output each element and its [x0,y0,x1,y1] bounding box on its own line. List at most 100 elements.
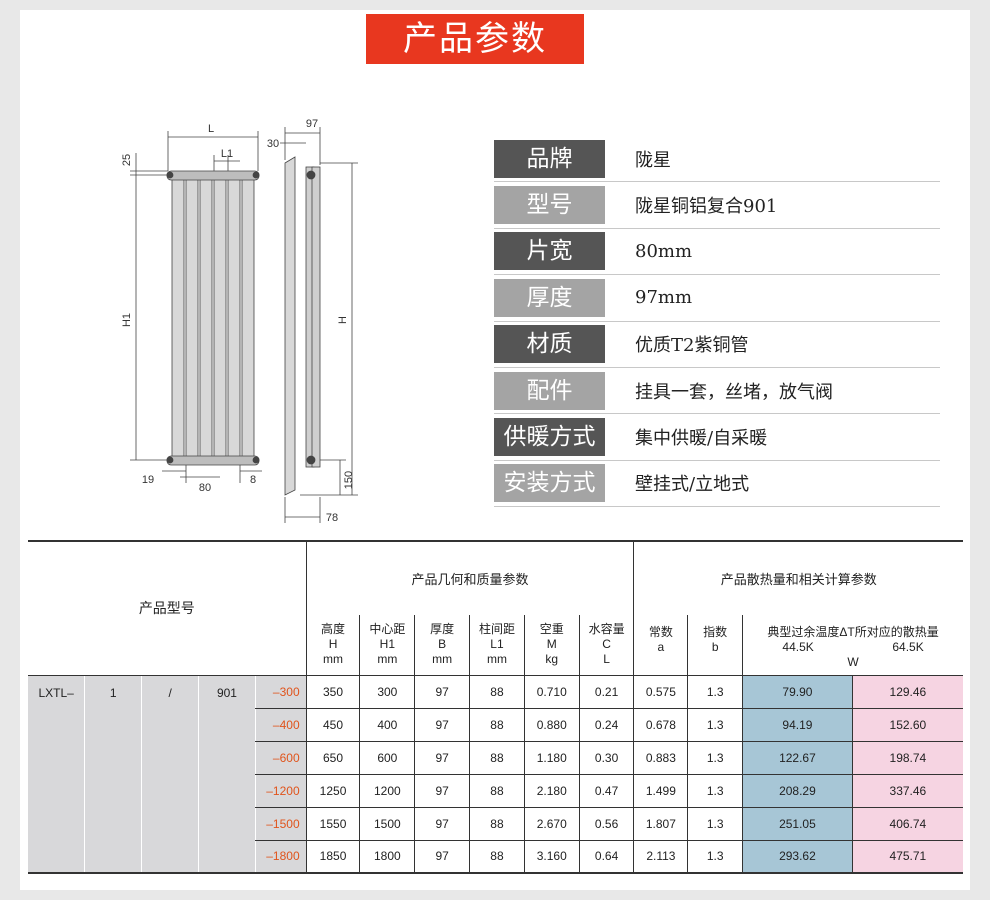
spec-label: 厚度 [494,278,605,317]
spec-row-thickness: 厚度 97mm [494,275,940,322]
cell-H1: 1200 [359,774,415,808]
cell-w2: 198.74 [851,741,963,775]
cell-w1: 208.29 [742,774,853,808]
cell-b: 1.3 [687,741,743,775]
spec-value: 陇星 [635,149,671,171]
cell-w2: 406.74 [851,807,963,841]
cell-w1: 79.90 [742,675,853,709]
dim-8: 8 [250,474,256,486]
cell-B: 97 [414,675,470,709]
spec-label: 材质 [494,325,605,364]
spec-label: 供暖方式 [494,418,605,457]
cell-M: 1.180 [523,741,580,775]
cell-b: 1.3 [687,675,743,709]
dim-30: 30 [267,138,279,150]
cell-H1: 600 [359,741,415,775]
cell-w2: 152.60 [851,708,963,742]
cell-L1: 88 [469,741,525,775]
cell-M: 0.710 [523,675,580,709]
spec-value: 优质T2紫铜管 [635,335,749,357]
cell-L1: 88 [469,840,525,873]
cell-H: 650 [305,741,360,775]
heat-header: 产品散热量和相关计算参数 [633,541,963,615]
spec-label: 配件 [494,371,605,410]
spec-value: 集中供暖/自采暖 [635,428,768,450]
model-suffix: –1500 [254,807,307,841]
cell-H: 1250 [305,774,360,808]
model-suffix: –1800 [254,840,307,873]
cell-w1: 94.19 [742,708,853,742]
cell-H1: 400 [359,708,415,742]
cell-H1: 1500 [359,807,415,841]
cell-B: 97 [414,774,470,808]
cell-H1: 1800 [359,840,415,873]
cell-M: 2.180 [523,774,580,808]
model-series: 1 [84,675,142,873]
dim-25: 25 [121,154,133,166]
spec-value: 80mm [635,240,693,262]
spec-row-model: 型号陇星铜铝复合901 [494,182,940,229]
spec-row-accessories: 配件挂具一套，丝堵，放气阀 [494,368,940,415]
cell-B: 97 [414,741,470,775]
model-suffix: –1200 [254,774,307,808]
spec-row-material: 材质 优质T2紫铜管 [494,322,940,368]
spec-row-heating: 供暖方式 集中供暖/自采暖 [494,414,940,461]
cell-w1: 122.67 [742,741,853,775]
model-slash: / [141,675,199,873]
cell-H: 1550 [305,807,360,841]
spec-label: 片宽 [494,232,605,271]
spec-label: 型号 [494,186,605,225]
cell-b: 1.3 [687,774,743,808]
cell-w2: 129.46 [851,675,963,709]
cell-C: 0.47 [578,774,634,808]
model-code: 901 [198,675,256,873]
cell-B: 97 [414,807,470,841]
cell-B: 97 [414,708,470,742]
spec-list: 品牌陇星 型号陇星铜铝复合901 片宽 80mm 厚度 97mm 材质 优质T2紫铜管… [494,136,940,508]
geo-header: 产品几何和质量参数 [305,541,634,615]
cell-a: 1.499 [633,774,688,808]
spec-row-brand: 品牌陇星 [494,136,940,183]
cell-M: 3.160 [523,840,580,873]
cell-a: 0.883 [633,741,688,775]
dim-L1: L1 [221,148,233,160]
cell-L1: 88 [469,774,525,808]
cell-w1: 293.62 [742,840,853,873]
cell-b: 1.3 [687,807,743,841]
spec-value: 97mm [635,287,693,309]
cell-w2: 475.71 [851,840,963,873]
dim-80: 80 [199,482,211,494]
cell-w1: 251.05 [742,807,853,841]
cell-H1: 300 [359,675,415,709]
dim-H: H [337,316,349,324]
cell-C: 0.56 [578,807,634,841]
dim-L: L [208,123,214,135]
cell-L1: 88 [469,807,525,841]
cell-a: 1.807 [633,807,688,841]
cell-a: 2.113 [633,840,688,873]
cell-b: 1.3 [687,708,743,742]
cell-H: 450 [305,708,360,742]
spec-row-width: 片宽 80mm [494,229,940,276]
spec-row-install: 安装方式壁挂式/立地式 [494,461,940,508]
cell-H: 1850 [305,840,360,873]
dim-78: 78 [326,512,338,524]
cell-C: 0.24 [578,708,634,742]
spec-value: 壁挂式/立地式 [635,474,750,496]
cell-C: 0.30 [578,741,634,775]
cell-C: 0.64 [578,840,634,873]
model-suffix: –600 [254,741,307,775]
model-header: 产品型号 [28,541,307,676]
cell-C: 0.21 [578,675,634,709]
cell-B: 97 [414,840,470,873]
dim-19: 19 [142,474,154,486]
